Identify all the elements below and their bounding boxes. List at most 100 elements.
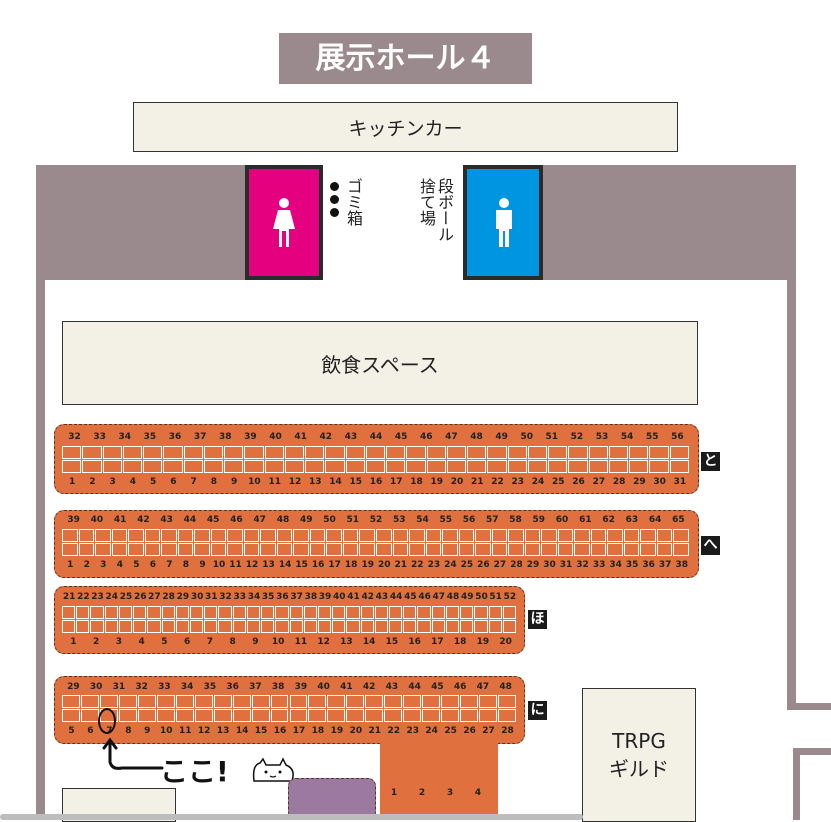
booth-cell	[309, 529, 326, 542]
booth-number: 25	[119, 592, 133, 602]
booth-number: 28	[501, 726, 514, 736]
booth-cell	[460, 620, 474, 633]
booth-cell	[122, 446, 143, 459]
booth-number: 25	[460, 560, 474, 570]
booth-cell	[62, 460, 82, 473]
booth-number: 31	[205, 592, 218, 602]
booth-number: 7	[206, 637, 213, 647]
booth-cell	[425, 543, 442, 556]
booth-number: 46	[418, 592, 431, 602]
booth-cell	[137, 695, 156, 708]
booth-number: 22	[491, 477, 504, 487]
booth-cell	[284, 446, 305, 459]
booth-number: 14	[329, 477, 342, 487]
booth-cell	[244, 446, 264, 459]
booth-number: 55	[439, 515, 453, 525]
booth-cell	[346, 709, 365, 722]
booth-number: 39	[318, 592, 332, 602]
booth-number: 21	[394, 560, 408, 570]
booth-number: 27	[148, 592, 161, 602]
booth-number: 36	[168, 432, 182, 442]
booth-cell	[218, 606, 232, 619]
booth-cell	[243, 529, 260, 542]
booth-cell	[189, 620, 204, 633]
booth-number: 42	[319, 432, 332, 442]
booth-cell	[446, 460, 467, 473]
booth-number: 19	[361, 560, 374, 570]
booth-number: 46	[230, 515, 243, 525]
booth-number: 35	[625, 560, 639, 570]
booth-number: 33	[592, 560, 606, 570]
booth-cell	[629, 446, 649, 459]
booth-number: 10	[159, 726, 173, 736]
booth-cell	[62, 695, 80, 708]
horizontal-scrollbar[interactable]	[0, 814, 583, 820]
booth-cell	[224, 460, 244, 473]
booth-cell	[623, 543, 640, 556]
booth-cell	[227, 529, 243, 542]
booth-cell	[524, 543, 541, 556]
trash-label: ゴミ箱	[344, 178, 363, 226]
booth-number: 3	[446, 788, 454, 798]
booth-cell	[62, 606, 76, 619]
booth-cell	[261, 606, 275, 619]
booth-number: 52	[570, 432, 584, 442]
booth-number: 20	[450, 477, 464, 487]
booth-number: 29	[526, 560, 540, 570]
booth-cell	[527, 460, 548, 473]
booth-number: 36	[276, 592, 289, 602]
cat-icon	[252, 757, 294, 782]
booth-cell	[502, 606, 516, 619]
booth-number: 8	[210, 477, 218, 487]
booth-cell	[475, 543, 491, 556]
booth-cell	[95, 529, 111, 542]
booth-cell	[210, 529, 227, 542]
booth-cell	[203, 460, 224, 473]
booth-number: 37	[290, 592, 303, 602]
booth-number: 40	[317, 682, 330, 692]
booth-cell	[507, 446, 527, 459]
booth-cell	[588, 446, 608, 459]
booth-cell	[345, 446, 365, 459]
booth-cell	[376, 543, 392, 556]
booth-cell	[507, 460, 527, 473]
booth-number: 6	[170, 477, 177, 487]
booth-number: 46	[419, 432, 433, 442]
booth-number: 48	[499, 682, 512, 692]
booth-number: 11	[294, 637, 308, 647]
booth-cell	[669, 446, 689, 459]
booth-number: 35	[203, 682, 217, 692]
booth-number: 6	[149, 560, 157, 570]
booth-cell	[183, 460, 203, 473]
booth-cell	[460, 606, 474, 619]
booth-cell	[342, 543, 359, 556]
booth-cell	[623, 529, 640, 542]
booth-cell	[303, 606, 317, 619]
booth-cell	[327, 695, 346, 708]
booth-cell	[82, 446, 102, 459]
booth-cell	[590, 543, 607, 556]
booth-number: 23	[511, 477, 525, 487]
booth-cell	[308, 695, 327, 708]
booth-cell	[275, 620, 289, 633]
cardboard-disposal-label: 段ボール捨て場	[417, 178, 454, 242]
booth-number: 17	[328, 560, 341, 570]
booth-number: 32	[135, 682, 148, 692]
booth-number: 37	[193, 432, 207, 442]
booth-number: 33	[233, 592, 246, 602]
booth-number: 17	[431, 637, 444, 647]
booth-cell	[487, 446, 507, 459]
booth-number: 12	[288, 477, 302, 487]
booth-cell	[332, 606, 346, 619]
booth-cell	[345, 460, 365, 473]
row-label-to: と	[701, 452, 720, 471]
booth-cell	[232, 709, 251, 722]
booth-number: 9	[199, 560, 206, 570]
booth-cell	[317, 606, 332, 619]
booth-cell	[568, 446, 588, 459]
booth-cell	[264, 460, 284, 473]
booth-cell	[143, 460, 163, 473]
right-wall-step	[787, 703, 831, 710]
booth-number: 28	[510, 560, 523, 570]
booth-number: 16	[408, 637, 421, 647]
